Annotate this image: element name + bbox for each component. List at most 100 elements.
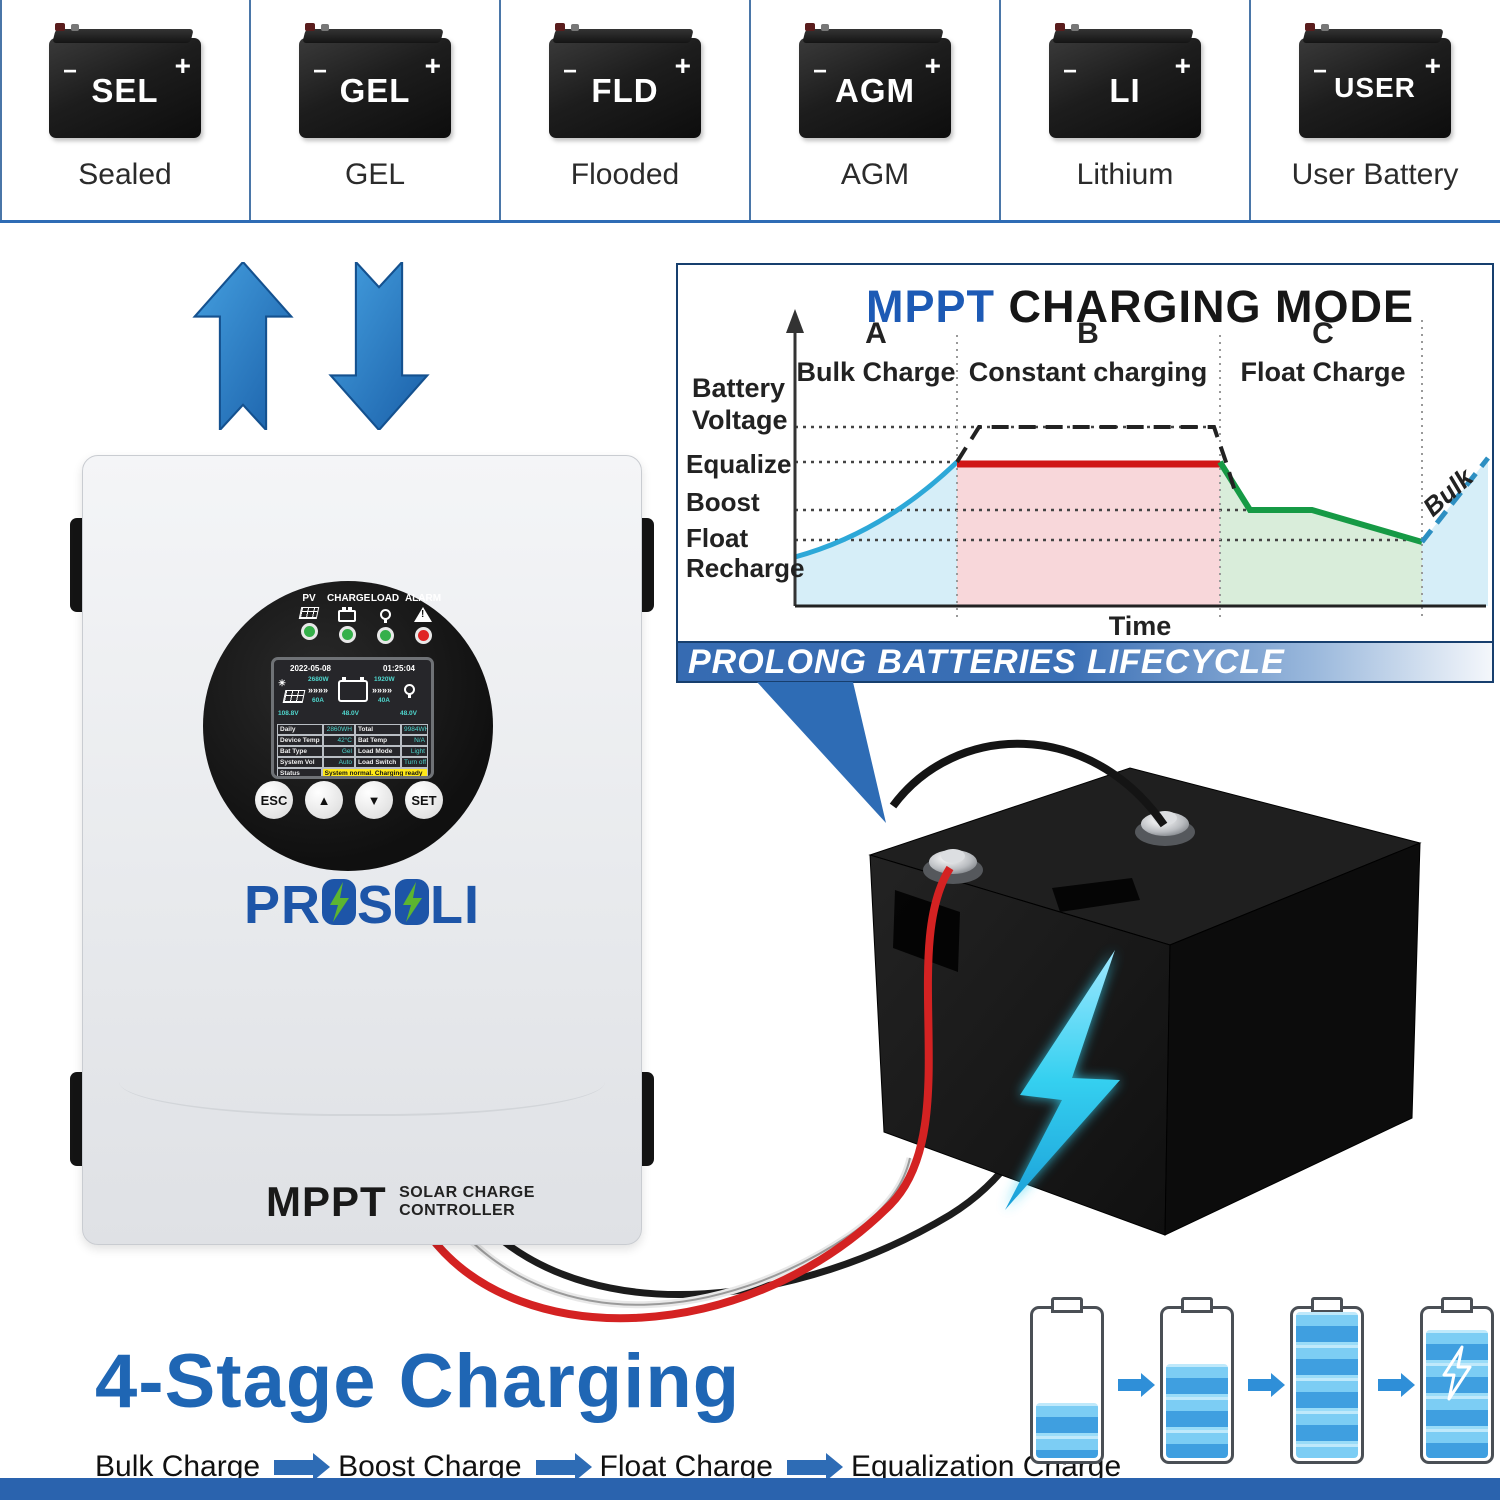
lcd-time: 01:25:04 — [382, 664, 415, 673]
minus-sign: − — [313, 58, 328, 85]
battery-photo — [868, 767, 1422, 1236]
flow-arrows: »»»» — [372, 685, 393, 695]
battery-type-user: − + USER User Battery — [1250, 0, 1500, 222]
battery-type-lithium: − + LI Lithium — [1000, 0, 1250, 222]
battery-type-label: Sealed — [78, 158, 172, 191]
chart-title-rest: CHARGING MODE — [995, 281, 1414, 332]
section-a-key: A — [865, 317, 887, 350]
battery-level-3 — [1290, 1306, 1364, 1464]
battery-icon: − + SEL — [49, 23, 201, 138]
section-b-label: Constant charging — [968, 357, 1208, 387]
alarm-warning-icon — [414, 607, 432, 622]
lifecycle-banner: PROLONG BATTERIES LIFECYCLE — [676, 641, 1494, 683]
divider — [249, 0, 251, 220]
stage-float: Float Charge — [599, 1450, 773, 1483]
y-axis-label-line1: Battery — [692, 373, 786, 403]
plus-sign: + — [924, 50, 941, 81]
battery-code: GEL — [339, 72, 411, 109]
bolt-icon — [395, 879, 430, 925]
section-b-key: B — [1077, 317, 1099, 350]
up-button[interactable]: ▲ — [305, 781, 343, 819]
divider — [749, 0, 751, 220]
control-panel: PV CHARGE LOAD ALARM 2022-05-08 — [203, 581, 493, 871]
indicator-load: LOAD — [365, 593, 405, 644]
bulb-icon — [379, 609, 391, 623]
divider — [1249, 0, 1251, 220]
load-led — [376, 627, 394, 644]
level-float-label: Float — [686, 523, 749, 553]
bolt-icon — [321, 879, 356, 925]
battery-type-sealed: − + SEL Sealed — [0, 0, 250, 222]
battery-type-label: Flooded — [570, 158, 680, 191]
product-name: MPPT — [266, 1178, 387, 1225]
solar-panel-icon — [282, 690, 306, 703]
lcd-table: Daily 2860WH Total 9984WH Device Temp 42… — [277, 724, 428, 776]
plus-sign: + — [424, 50, 441, 81]
section-a-label: Bulk Charge — [796, 357, 956, 387]
down-button[interactable]: ▼ — [355, 781, 393, 819]
level-recharge-label: Recharge — [686, 553, 805, 583]
x-axis-label: Time — [1108, 611, 1172, 641]
minus-sign: − — [1313, 58, 1328, 85]
battery-icon: − + AGM — [799, 23, 951, 138]
indicator-label: ALARM — [404, 593, 442, 604]
lcd-load-voltage: 48.0V — [400, 710, 417, 717]
bottom-accent-bar — [0, 1478, 1500, 1500]
plus-sign: + — [1174, 50, 1191, 81]
right-arrow-icon — [1117, 1373, 1156, 1397]
esc-button[interactable]: ESC — [255, 781, 293, 819]
chart-title: MPPT CHARGING MODE — [678, 281, 1492, 333]
banner-pointer — [757, 682, 886, 823]
sun-icon: ☀ — [278, 678, 287, 688]
battery-code: USER — [1334, 72, 1416, 103]
lcd-load-current: 40A — [378, 697, 390, 704]
four-stage-heading: 4-Stage Charging — [95, 1339, 741, 1424]
lcd-date: 2022-05-08 — [290, 664, 331, 673]
section-c-label: Float Charge — [1240, 357, 1406, 387]
battery-level-4-charging — [1420, 1306, 1494, 1464]
charging-bolt-icon — [1440, 1345, 1474, 1401]
device-seam — [119, 1042, 605, 1116]
battery-icon: − + USER — [1299, 23, 1451, 138]
battery-type-label: Lithium — [1076, 158, 1174, 191]
lcd-battery-icon — [338, 677, 368, 702]
up-arrow-icon — [192, 262, 294, 430]
pv-panel-icon — [298, 607, 320, 619]
top-row-underline — [0, 220, 1500, 223]
charge-controller: PV CHARGE LOAD ALARM 2022-05-08 — [82, 455, 642, 1245]
battery-icon: − + FLD — [549, 23, 701, 138]
lcd-battery-voltage: 48.0V — [342, 710, 359, 717]
battery-type-label: GEL — [344, 158, 406, 191]
charge-led — [338, 626, 356, 643]
battery-icon: − + LI — [1049, 23, 1201, 138]
level-equalize-label: Equalize — [686, 449, 792, 479]
battery-code: FLD — [591, 72, 659, 109]
battery-type-label: User Battery — [1291, 158, 1459, 191]
lcd-pv-current: 60A — [312, 697, 324, 704]
minus-sign: − — [563, 58, 578, 85]
lcd-status-value: System normal. Charging ready — [321, 768, 428, 776]
plus-sign: + — [674, 50, 691, 81]
indicator-label: CHARGE — [327, 593, 371, 604]
mppt-charging-chart: MPPT CHARGING MODE — [676, 263, 1494, 683]
alarm-led — [414, 627, 432, 644]
indicator-pv: PV — [289, 593, 329, 640]
plus-sign: + — [174, 50, 191, 81]
divider — [0, 0, 2, 220]
y-axis-label-line2: Voltage — [692, 405, 788, 435]
product-lockup: MPPT SOLAR CHARGE CONTROLLER — [266, 1178, 535, 1226]
battery-code: SEL — [91, 72, 159, 109]
product-subtitle: SOLAR CHARGE CONTROLLER — [399, 1183, 535, 1219]
battery-code: LI — [1109, 72, 1141, 109]
indicator-alarm: ALARM — [403, 593, 443, 644]
battery-type-gel: − + GEL GEL — [250, 0, 500, 222]
battery-code: AGM — [835, 72, 915, 109]
indicator-charge: CHARGE — [327, 593, 371, 643]
right-arrow-icon — [1247, 1373, 1286, 1397]
flow-arrows: »»»» — [308, 685, 329, 695]
lcd-bulb-icon — [404, 684, 415, 698]
right-arrow-icon — [786, 1452, 843, 1481]
set-button[interactable]: SET — [405, 781, 443, 819]
battery-level-1 — [1030, 1306, 1104, 1464]
